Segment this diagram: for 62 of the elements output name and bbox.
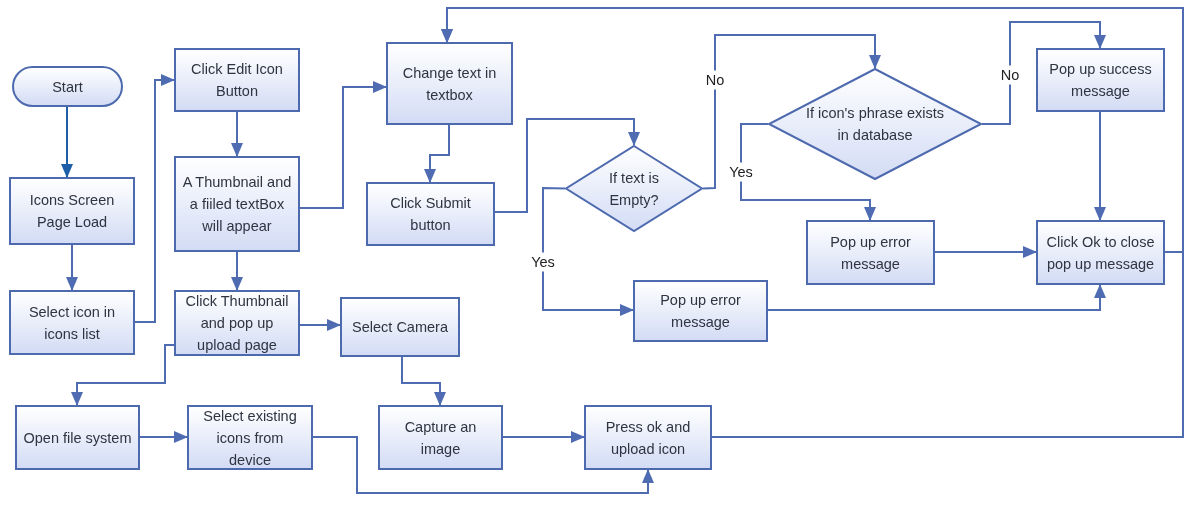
node-label: Select existing icons from device [202,406,298,470]
connector-arrow [767,284,1106,311]
process-box [9,177,135,245]
node-label: Change text in textbox [401,63,498,105]
process-box [174,156,300,252]
node-label: Click Edit Icon Button [190,60,284,101]
process-box [1036,48,1165,112]
process-box [340,297,460,357]
connector-arrow [231,111,243,157]
connector-arrow [401,356,446,406]
connector-arrow [542,186,634,316]
edge-label: Yes [728,162,754,182]
node-label: Pop up error message [659,291,742,332]
node-label: Press ok and upload icon [604,417,692,459]
connector-arrow [702,34,881,190]
process-box [633,280,768,342]
process-box [15,405,140,470]
connector-arrow [981,21,1106,125]
process-box [187,405,313,470]
connector-arrow [312,436,654,494]
process-box [9,290,135,355]
connector-arrow [299,319,341,331]
connector-arrow [71,344,175,406]
connector-arrow [1094,111,1106,221]
connector-arrow [299,81,387,209]
node-label: Open file system [23,428,132,448]
process-box [174,48,300,112]
connector-arrow [740,123,876,221]
connector-arrow [231,251,243,291]
node-label: Capture an image [403,417,478,459]
connector-arrow [502,431,585,443]
process-box [1036,220,1165,285]
start-terminal [12,66,123,107]
process-box [378,405,503,470]
node-label: Click Submit button [389,194,472,235]
connector-arrow [66,244,78,291]
node-label: If icon's phrase exists in database [804,104,946,145]
edge-label: No [999,65,1021,85]
node-label: Start [52,77,83,97]
edge-label: Yes [530,252,556,272]
connector-arrow [61,106,73,178]
node-label: If text is Empty? [608,168,660,210]
process-box [366,182,495,246]
connector-arrow [139,431,188,443]
node-label: Icons Screen Page Load [28,191,116,232]
connector-arrow [494,118,640,213]
process-box [174,290,300,356]
node-label: Pop up success message [1048,60,1153,101]
process-box [806,220,935,285]
process-box [386,42,513,125]
node-label: Select icon in icons list [27,302,117,344]
node-label: A Thumbnail and a fiiled textBox will appear [182,173,292,236]
node-label: Click Thumbnail and pop up upload page [184,292,290,355]
connector-arrow [441,7,1184,253]
node-label: Select Camera [352,318,448,337]
connector-arrow [134,74,175,323]
connector-arrow [424,124,450,183]
node-label: Click Ok to close pop up message [1045,232,1156,274]
process-box [584,405,712,470]
edge-label: No [704,70,726,90]
node-label: Pop up error message [829,232,912,274]
connector-arrow [934,246,1037,258]
